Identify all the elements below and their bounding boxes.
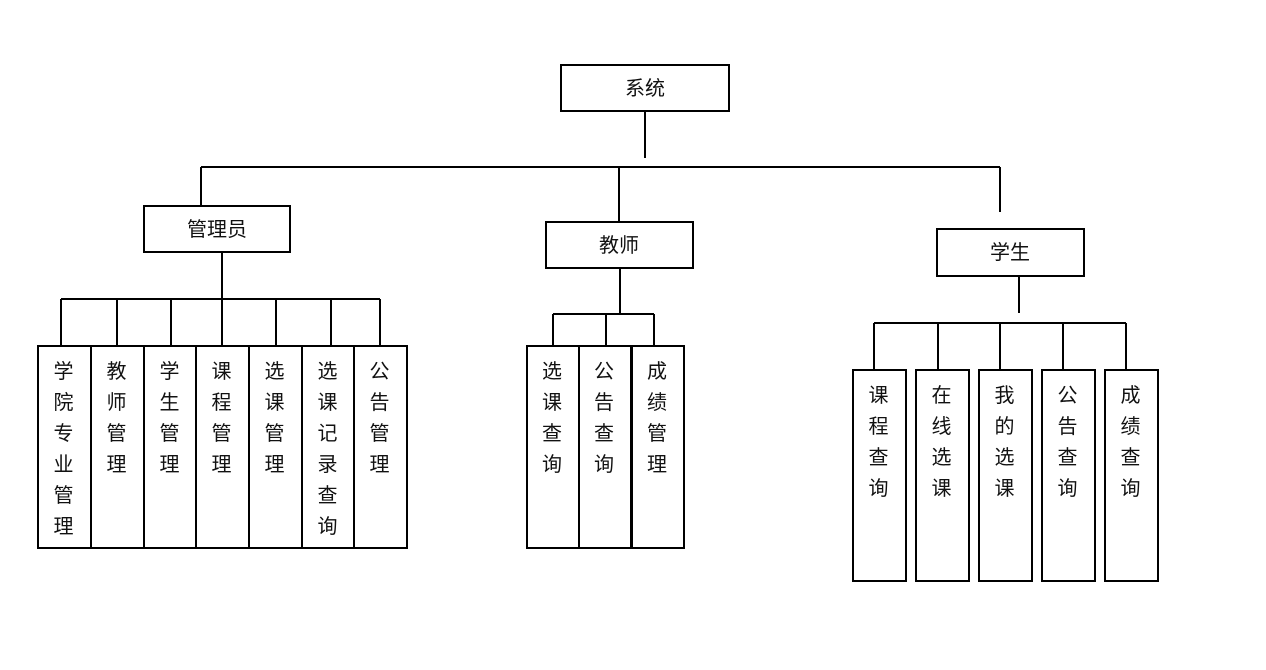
group-label-admin: 管理员 xyxy=(187,217,247,241)
leaf-label-admin-2: 学生管理 xyxy=(160,359,180,476)
leaf-label-teacher-0: 选课查询 xyxy=(542,359,562,476)
leaf-label-teacher-1: 公告查询 xyxy=(594,359,614,476)
leaf-label-admin-3: 课程管理 xyxy=(212,359,232,476)
leaf-label-admin-5: 选课记录查询 xyxy=(318,359,338,538)
leaf-label-admin-1: 教师管理 xyxy=(107,359,127,476)
connector-lines xyxy=(60,111,1127,370)
leaf-node-admin-3: 课程管理 xyxy=(195,345,250,549)
leaf-node-student-4: 成绩查询 xyxy=(1104,369,1159,582)
leaf-node-admin-6: 公告管理 xyxy=(353,345,408,549)
leaf-node-admin-1: 教师管理 xyxy=(90,345,145,549)
root-label: 系统 xyxy=(625,76,665,100)
leaf-label-teacher-2: 成绩管理 xyxy=(647,359,667,476)
leaf-node-admin-2: 学生管理 xyxy=(143,345,198,549)
root-node: 系统 xyxy=(560,64,730,112)
leaf-node-student-0: 课程查询 xyxy=(852,369,907,582)
leaf-label-student-0: 课程查询 xyxy=(869,383,889,500)
leaf-label-admin-6: 公告管理 xyxy=(370,359,390,476)
leaf-label-admin-4: 选课管理 xyxy=(265,359,285,476)
leaf-node-admin-0: 学院专业管理 xyxy=(37,345,92,549)
leaf-label-student-2: 我的选课 xyxy=(995,383,1015,500)
leaf-node-admin-5: 选课记录查询 xyxy=(301,345,356,549)
group-label-student: 学生 xyxy=(990,240,1030,264)
group-node-student: 学生 xyxy=(936,228,1085,277)
group-node-teacher: 教师 xyxy=(545,221,694,269)
leaf-node-student-1: 在线选课 xyxy=(915,369,970,582)
leaf-node-admin-4: 选课管理 xyxy=(248,345,303,549)
leaf-label-student-4: 成绩查询 xyxy=(1121,383,1141,500)
leaf-node-student-2: 我的选课 xyxy=(978,369,1033,582)
leaf-node-teacher-0: 选课查询 xyxy=(526,345,580,549)
group-label-teacher: 教师 xyxy=(599,233,639,257)
leaf-node-student-3: 公告查询 xyxy=(1041,369,1096,582)
leaf-nodes: 学院专业管理 教师管理 学生管理 课程管理 选课管理 选课记录查询 公告管理 选课查询 公告查询… xyxy=(37,345,1159,582)
group-node-admin: 管理员 xyxy=(143,205,291,253)
leaf-label-student-3: 公告查询 xyxy=(1058,383,1078,500)
leaf-label-student-1: 在线选课 xyxy=(932,383,952,500)
leaf-node-teacher-1: 公告查询 xyxy=(578,345,632,549)
leaf-label-admin-0: 学院专业管理 xyxy=(54,359,74,538)
leaf-node-teacher-2: 成绩管理 xyxy=(631,345,685,549)
